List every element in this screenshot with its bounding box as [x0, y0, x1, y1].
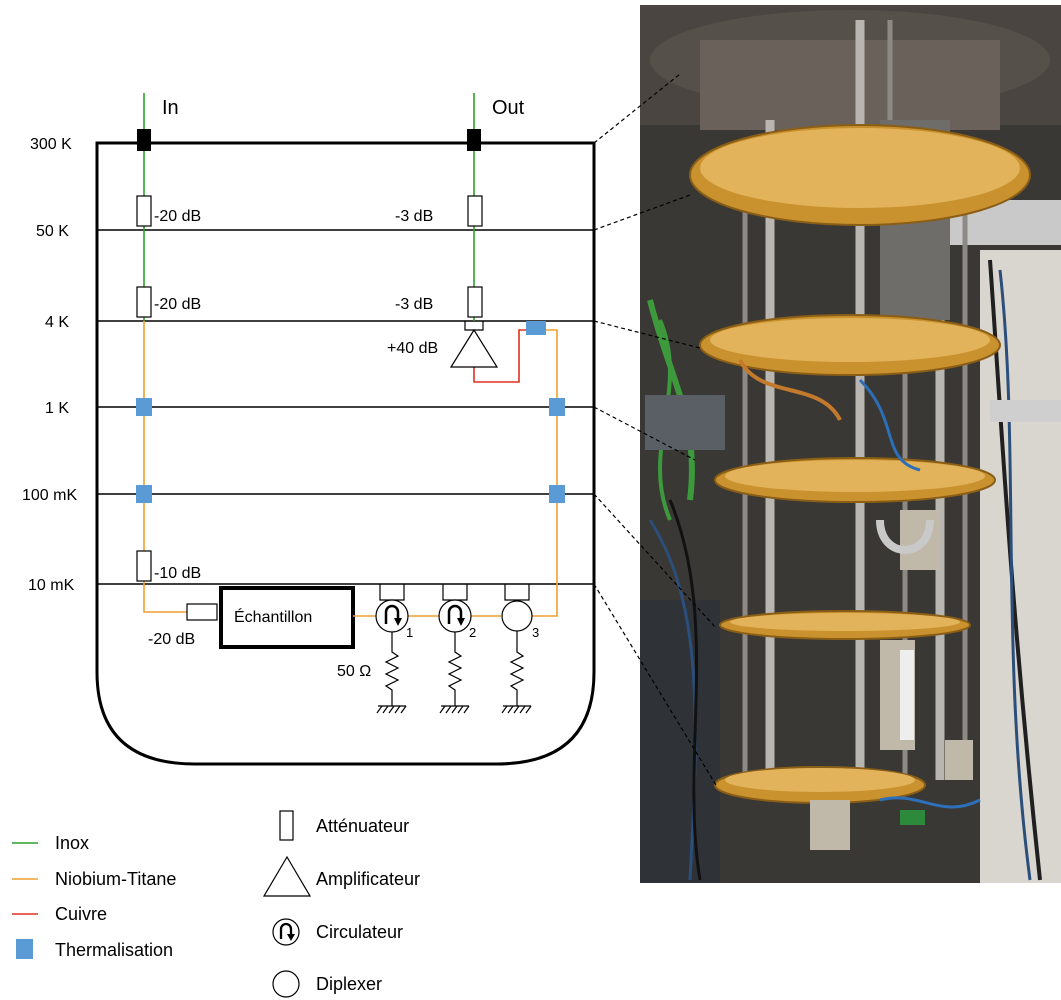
output-feedthrough: [467, 129, 481, 151]
device-mounts: [379, 584, 530, 601]
stage-label-10mk: 10 mK: [28, 577, 75, 594]
attenuators: [136, 195, 483, 621]
legend-label-inox: Inox: [55, 833, 89, 853]
amplifier-gain-label: +40 dB: [387, 340, 438, 357]
legend-label-amplificateur: Amplificateur: [316, 869, 420, 889]
legend-label-diplexer: Diplexer: [316, 974, 382, 994]
circulator-2: [438, 599, 472, 633]
thermalisation-blocks: [136, 321, 565, 503]
legend-label-thermalisation: Thermalisation: [55, 940, 173, 960]
stage-lines: [97, 229, 594, 585]
legend-components: Atténuateur Amplificateur Circulateur Di…: [262, 810, 420, 998]
circulator-number-1: 1: [406, 625, 413, 640]
sample-label: Échantillon: [234, 607, 312, 626]
legend-label-niobium-titane: Niobium-Titane: [55, 869, 176, 889]
attenuation-label-in-4k: -20 dB: [154, 296, 201, 313]
load-resistance-label: 50 Ω: [337, 663, 371, 680]
stage-label-100mk: 100 mK: [22, 487, 77, 504]
attenuator-in-4k: [136, 286, 152, 318]
termination-loads: [376, 631, 532, 714]
attenuator-sample: [186, 603, 218, 621]
output-port-label: Out: [492, 97, 525, 119]
input-port-label: In: [162, 97, 179, 119]
attenuator-out-4k: [467, 286, 483, 318]
cryostat-outline: [95, 141, 596, 766]
circulator-icon: [272, 918, 300, 946]
legend-label-cuivre: Cuivre: [55, 904, 107, 924]
blue-square-swatch: [16, 939, 33, 959]
input-line: [143, 93, 187, 613]
diplexer-number-3: 3: [532, 625, 539, 640]
attenuator-in-50k: [136, 195, 152, 227]
legend-lines: Inox Niobium-Titane Cuivre Thermalisatio…: [12, 833, 176, 960]
circulator-1: [375, 599, 409, 633]
attenuation-label-in-10mk: -10 dB: [154, 565, 201, 582]
circulator-number-2: 2: [469, 625, 476, 640]
diplexer-icon: [272, 970, 300, 998]
attenuator-icon: [279, 810, 294, 841]
amplifier-4k: [449, 321, 499, 368]
stage-label-300k: 300 K: [30, 136, 72, 153]
input-feedthrough: [137, 129, 151, 151]
attenuation-label-out-50k: -3 dB: [395, 208, 433, 225]
sample-box: [219, 586, 355, 649]
attenuator-in-10mk: [136, 550, 152, 582]
stage-label-50k: 50 K: [36, 223, 69, 240]
stage-label-4k: 4 K: [45, 314, 69, 331]
attenuator-out-50k: [467, 195, 483, 227]
legend-label-circulateur: Circulateur: [316, 922, 403, 942]
stage-labels: 300 K 50 K 4 K 1 K 100 mK 10 mK: [22, 136, 77, 594]
attenuation-label-in-50k: -20 dB: [154, 208, 201, 225]
attenuation-label-sample: -20 dB: [148, 631, 195, 648]
diplexer-3: [501, 600, 533, 632]
cryostat-photo: [640, 5, 1061, 883]
attenuation-label-out-4k: -3 dB: [395, 296, 433, 313]
stage-label-1k: 1 K: [45, 400, 69, 417]
legend-label-attenuateur: Atténuateur: [316, 816, 409, 836]
amplifier-icon: [262, 855, 312, 897]
photo-connector-lines: [593, 73, 717, 786]
